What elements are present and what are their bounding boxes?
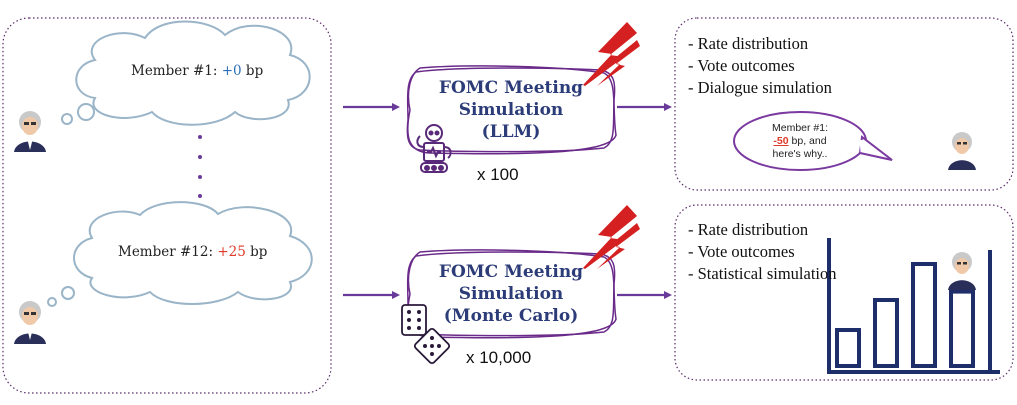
robot-icon — [416, 124, 452, 173]
arrow-to-mc — [343, 291, 400, 299]
member12-value: +25 — [217, 244, 246, 260]
speech-bubble-text: Member #1: -50 bp, and here's why.. — [740, 122, 860, 161]
mc-sim-title-line2: Simulation — [458, 284, 564, 304]
member-avatar-output-mc — [948, 252, 976, 290]
thought-cloud-member12 — [47, 201, 313, 307]
member-avatar-1 — [14, 111, 46, 152]
llm-sim-title: FOMC Meeting Simulation (LLM) — [416, 77, 606, 143]
list-item: - Dialogue simulation — [688, 78, 832, 97]
ellipsis-dots — [198, 135, 202, 198]
member12-estimate: Member #12: +25 bp — [118, 244, 267, 260]
dice-icon — [401, 304, 451, 365]
chart-bar — [873, 298, 899, 368]
arrow-llm-to-output — [617, 103, 672, 111]
member1-unit: bp — [241, 63, 264, 79]
thought-cloud-member1 — [61, 20, 311, 126]
lightning-bolt-icon-1 — [583, 22, 640, 86]
llm-sim-title-line1: FOMC Meeting — [438, 78, 584, 98]
llm-output-frame — [674, 17, 1014, 191]
llm-output-list: - Rate distribution - Vote outcomes - Di… — [688, 33, 832, 99]
llm-sim-box — [406, 65, 617, 155]
chart-bar — [911, 262, 937, 368]
arrow-to-llm — [343, 103, 400, 111]
mc-sim-title: FOMC Meeting Simulation (Monte Carlo) — [416, 261, 606, 327]
member12-unit: bp — [245, 244, 268, 260]
bubble-line1: Member #1: — [771, 122, 829, 134]
llm-sim-title-line2: Simulation — [458, 100, 564, 120]
member-avatar-output-llm — [948, 132, 976, 170]
mc-output-frame — [674, 204, 1014, 381]
member-avatar-12 — [14, 301, 46, 344]
llm-sim-multiplier: x 100 — [477, 165, 519, 184]
speech-bubble — [733, 111, 893, 171]
list-item: - Statistical simulation — [688, 264, 837, 283]
bubble-line2-rest: bp, and — [788, 135, 827, 147]
mc-sim-title-line1: FOMC Meeting — [438, 262, 584, 282]
list-item: - Rate distribution — [688, 220, 809, 239]
chart-axis — [827, 238, 1000, 374]
mc-output-list: - Rate distribution - Vote outcomes - St… — [688, 219, 836, 285]
list-item: - Rate distribution — [688, 34, 809, 53]
arrow-mc-to-output — [617, 291, 672, 299]
member12-label: Member #12: — [118, 244, 218, 260]
lightning-bolt-icon-2 — [583, 205, 640, 269]
member1-label: Member #1: — [131, 63, 222, 79]
llm-sim-title-line3: (LLM) — [481, 122, 541, 142]
chart-bar — [949, 289, 975, 369]
mc-sim-multiplier: x 10,000 — [466, 348, 532, 367]
bubble-value: -50 — [773, 135, 789, 147]
member1-value: +0 — [221, 63, 242, 79]
bar-chart-icon — [827, 238, 1000, 374]
bubble-line3: here's why.. — [772, 148, 828, 160]
list-item: - Vote outcomes — [688, 56, 795, 75]
mc-sim-title-line3: (Monte Carlo) — [443, 306, 579, 326]
member1-estimate: Member #1: +0 bp — [131, 63, 263, 79]
list-item: - Vote outcomes — [688, 242, 795, 261]
chart-bar — [835, 328, 861, 368]
